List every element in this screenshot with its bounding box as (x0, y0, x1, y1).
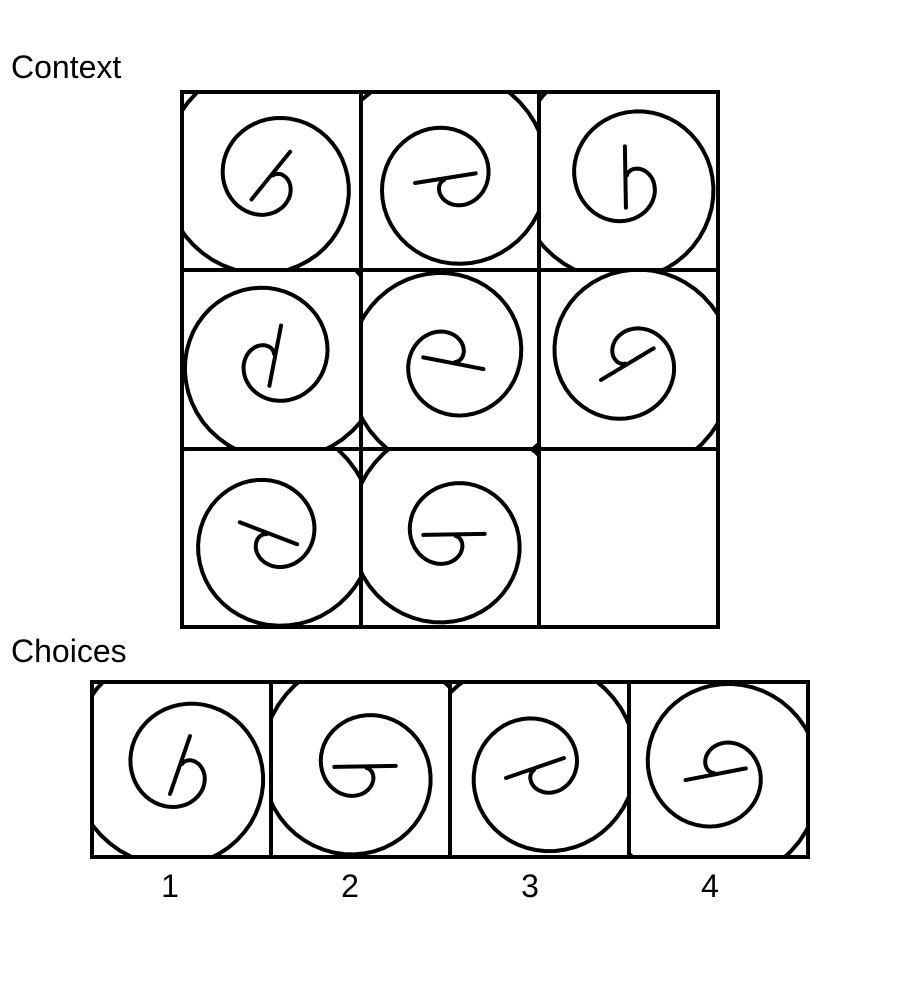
context-heading: Context (11, 49, 122, 85)
spiral-curve (273, 684, 448, 855)
spiral-curve (541, 272, 716, 447)
spiral-cross-stroke (421, 355, 486, 372)
spiral-cross-stroke (413, 171, 478, 186)
spiral-cross-stroke (238, 520, 300, 547)
spiral-icon (273, 684, 448, 855)
choice-number-1[interactable]: 1 (161, 868, 179, 904)
spiral-icon (362, 272, 538, 447)
spiral-curve (362, 272, 538, 447)
spiral-cross-stroke (331, 763, 398, 769)
spiral-curve (631, 684, 806, 855)
spiral-cross-stroke (421, 531, 487, 537)
spiral-cross-stroke (249, 149, 293, 202)
spiral-curve (184, 450, 359, 625)
choice-option-4[interactable] (631, 684, 806, 855)
context-cell (541, 94, 716, 269)
spiral-curve (362, 450, 538, 625)
spiral-icon (94, 684, 269, 855)
spiral-cross-stroke (167, 733, 192, 796)
spiral-icon (184, 94, 359, 269)
spiral-icon (362, 450, 538, 625)
spiral-icon (541, 272, 716, 447)
spiral-curve (452, 684, 627, 853)
spiral-cross-stroke (598, 346, 656, 383)
choice-option-1[interactable] (94, 684, 269, 855)
choices-grid (90, 680, 810, 859)
spiral-icon (184, 450, 359, 625)
spiral-icon (362, 94, 538, 269)
context-cell (184, 450, 359, 625)
choice-number-4[interactable]: 4 (701, 868, 719, 904)
choice-option-3[interactable] (452, 684, 627, 855)
context-cell (184, 272, 359, 447)
choices-heading: Choices (11, 633, 127, 669)
context-cell (541, 272, 716, 447)
context-cell (184, 94, 359, 269)
choice-number-2[interactable]: 2 (341, 868, 359, 904)
spiral-curve (362, 94, 538, 269)
spiral-cross-stroke (267, 324, 284, 389)
spiral-curve (541, 94, 716, 269)
spiral-icon (541, 94, 716, 269)
spiral-cross-stroke (503, 755, 566, 780)
context-cell (362, 450, 538, 625)
choice-option-2[interactable] (273, 684, 448, 855)
spiral-curve (184, 272, 359, 447)
spiral-icon (631, 684, 806, 855)
context-grid (180, 90, 720, 629)
spiral-cross-stroke (683, 765, 748, 782)
spiral-curve (184, 94, 359, 269)
context-cell (362, 272, 538, 447)
spiral-cross-stroke (622, 144, 628, 210)
context-cell-empty (541, 450, 716, 625)
context-cell (362, 94, 538, 269)
spiral-icon (452, 684, 627, 853)
spiral-curve (94, 684, 269, 855)
spiral-icon (184, 272, 359, 447)
choice-number-3[interactable]: 3 (521, 868, 539, 904)
